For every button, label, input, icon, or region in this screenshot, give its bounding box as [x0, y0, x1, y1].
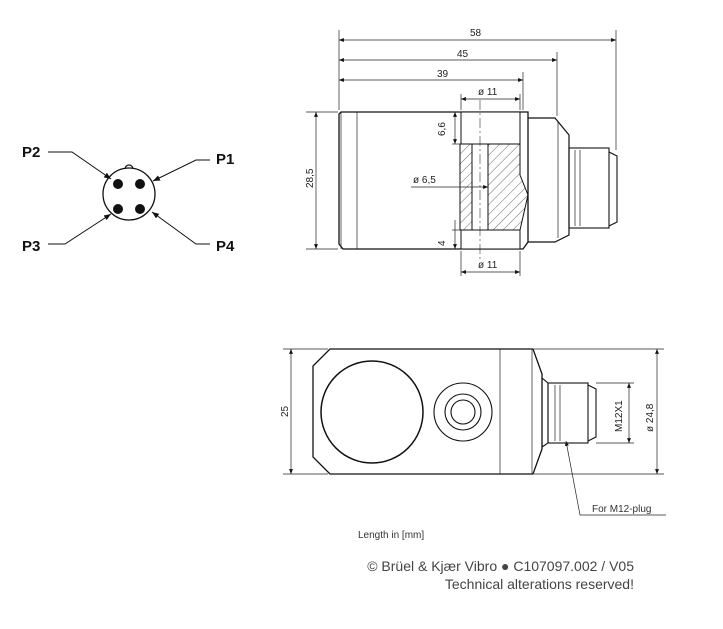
dim-bore-bottom: ø 11 [478, 260, 498, 271]
pin-hole-p1 [135, 179, 145, 189]
dim-side-height: 25 [280, 405, 291, 417]
units-note: Length in [mm] [358, 530, 424, 541]
dim-overall-length: 58 [470, 28, 482, 39]
dim-body-height: 28,5 [305, 168, 316, 188]
callout-m12-plug: For M12-plug [592, 504, 651, 515]
pin-hole-p4 [135, 204, 145, 214]
dim-mid-length: 45 [457, 49, 469, 60]
top-view: 58 45 39 ø 11 6,6 ø 6,5 4 ø 11 28,5 [305, 28, 618, 276]
pin-label-p2: P2 [22, 144, 40, 161]
dim-bottom-step: 4 [437, 240, 448, 246]
dim-thread: M12X1 [614, 400, 625, 432]
pin-label-p1: P1 [216, 151, 234, 168]
side-view: 25 M12X1 ø 24,8 For M12-plug [280, 348, 666, 516]
dim-counterbore-depth: 6,6 [437, 122, 448, 136]
dim-bore-top: ø 11 [478, 87, 498, 98]
connector-pinout: P2 P1 P3 P4 [22, 144, 235, 255]
copyright-line: © Brüel & Kjær Vibro ● C107097.002 / V05 [367, 558, 634, 574]
pin-label-p4: P4 [216, 238, 235, 255]
pin-hole-p2 [113, 179, 123, 189]
pin-hole-p3 [113, 204, 123, 214]
pin-label-p3: P3 [22, 238, 40, 255]
disclaimer-line: Technical alterations reserved! [445, 576, 634, 592]
dim-inner-length: 39 [437, 69, 449, 80]
dim-diameter: ø 24,8 [645, 403, 656, 432]
dim-through-hole: ø 6,5 [413, 175, 436, 186]
